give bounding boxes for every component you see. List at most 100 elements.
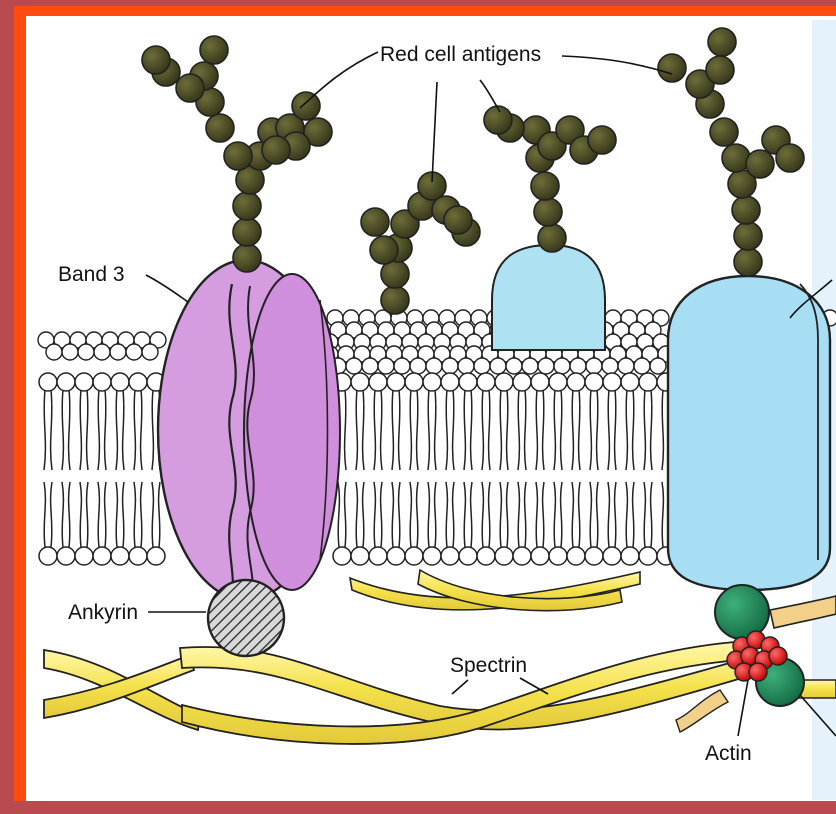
lipid-head-inner [387, 547, 405, 565]
antigen-bead [534, 198, 562, 226]
antigen-bead [708, 28, 736, 56]
antigen-bead [233, 192, 261, 220]
antigen-bead [233, 244, 261, 272]
antigen-bead [206, 114, 234, 142]
antigen-bead [224, 142, 252, 170]
antigen-bead [484, 106, 512, 134]
antigen-bead [531, 172, 559, 200]
lipid-head-back [110, 344, 126, 360]
lipid-head-back [570, 358, 586, 374]
label-red-cell-antigens: Red cell antigens [380, 43, 541, 66]
glycophorin-large [668, 276, 830, 590]
lipid-head-inner [351, 547, 369, 565]
antigen-bead [292, 92, 320, 120]
antigen-bead [588, 126, 616, 154]
antigen-bead [710, 118, 738, 146]
lipid-head-outer [405, 373, 423, 391]
antigen-bead [734, 248, 762, 276]
antigen-bead [361, 208, 389, 236]
lipid-head-outer [549, 373, 567, 391]
lipid-head-back [410, 358, 426, 374]
antigen-bead [538, 224, 566, 252]
lipid-head-inner [129, 547, 147, 565]
lipid-head-back [46, 344, 62, 360]
lipid-head-back [78, 344, 94, 360]
lipid-head-back [490, 358, 506, 374]
lipid-head-back [142, 344, 158, 360]
lipid-head-back [362, 358, 378, 374]
lipid-head-back [94, 344, 110, 360]
lipid-head-outer [639, 373, 657, 391]
label-spectrin: Spectrin [450, 654, 527, 677]
label-band3: Band 3 [58, 263, 125, 286]
antigen-bead [444, 206, 472, 234]
antigen-bead [176, 74, 204, 102]
lipid-head-outer [567, 373, 585, 391]
lipid-head-back [634, 358, 650, 374]
lipid-head-outer [513, 373, 531, 391]
antigen-bead [142, 46, 170, 74]
lipid-head-outer [459, 373, 477, 391]
lipid-head-inner [441, 547, 459, 565]
antigen-bead [200, 36, 228, 64]
lipid-head-back [426, 358, 442, 374]
lipid-head-outer [585, 373, 603, 391]
lipid-head-back [458, 358, 474, 374]
lipid-head-inner [603, 547, 621, 565]
lipid-head-back [586, 358, 602, 374]
antigen-bead [370, 236, 398, 264]
lipid-head-inner [531, 547, 549, 565]
lipid-head-inner [567, 547, 585, 565]
lipid-head-back [126, 344, 142, 360]
lipid-head-outer [39, 373, 57, 391]
lipid-head-inner [93, 547, 111, 565]
lipid-head-inner [369, 547, 387, 565]
lipid-head-back [522, 358, 538, 374]
lipid-head-back [442, 358, 458, 374]
lipid-head-back [506, 358, 522, 374]
lipid-head-outer [351, 373, 369, 391]
antigen-bead [732, 196, 760, 224]
antigen-bead [233, 218, 261, 246]
lipid-head-outer [495, 373, 513, 391]
lipid-head-outer [111, 373, 129, 391]
lipid-head-outer [531, 373, 549, 391]
lipid-head-inner [621, 547, 639, 565]
lipid-head-back [538, 358, 554, 374]
lipid-head-outer [369, 373, 387, 391]
antigen-bead [706, 56, 734, 84]
lipid-head-inner [423, 547, 441, 565]
antigen-bead [658, 54, 686, 82]
lipid-head-back [346, 358, 362, 374]
lipid-head-back [554, 358, 570, 374]
lipid-head-inner [111, 547, 129, 565]
lipid-head-back [394, 358, 410, 374]
lipid-head-outer [75, 373, 93, 391]
lipid-head-inner [39, 547, 57, 565]
lipid-head-inner [585, 547, 603, 565]
antigen-bead [776, 144, 804, 172]
lipid-head-outer [603, 373, 621, 391]
lipid-head-back [650, 358, 666, 374]
lipid-head-inner [513, 547, 531, 565]
label-ankyrin: Ankyrin [68, 601, 138, 624]
lipid-head-outer [621, 373, 639, 391]
antigen-bead [262, 136, 290, 164]
lipid-head-back [378, 358, 394, 374]
glycophorin-small [492, 245, 605, 350]
lipid-head-inner [57, 547, 75, 565]
lipid-head-inner [549, 547, 567, 565]
lipid-head-inner [477, 547, 495, 565]
lipid-head-outer [441, 373, 459, 391]
lipid-head-back [602, 358, 618, 374]
lipid-head-outer [93, 373, 111, 391]
lipid-head-inner [147, 547, 165, 565]
lipid-head-back [62, 344, 78, 360]
lipid-head-inner [459, 547, 477, 565]
lipid-head-back [618, 358, 634, 374]
lipid-head-outer [387, 373, 405, 391]
lipid-head-back [474, 358, 490, 374]
lipid-head-outer [477, 373, 495, 391]
